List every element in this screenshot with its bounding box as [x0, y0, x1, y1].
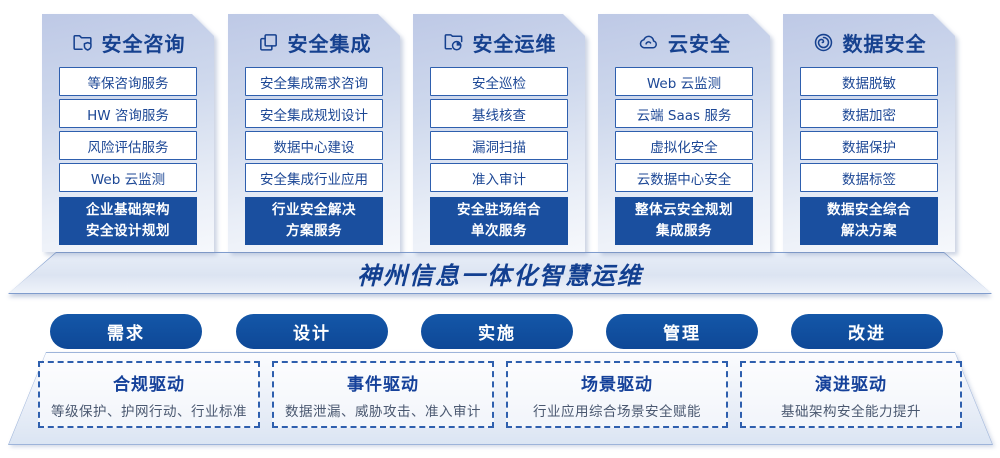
platform-banner: 神州信息一体化智慧运维	[8, 252, 992, 294]
highlight-line: 单次服务	[471, 223, 527, 239]
driver-title: 事件驱动	[347, 374, 419, 395]
driver-scenario: 场景驱动 行业应用综合场景安全赋能	[506, 361, 728, 428]
folder-pie-icon	[444, 33, 462, 51]
stage-pill-management: 管理	[606, 314, 758, 349]
service-card-cloud: 云安全 Web 云监测 云端 Saas 服务 虚拟化安全 云数据中心安全 整体云…	[598, 14, 770, 252]
stage-pill-implementation: 实施	[421, 314, 573, 349]
service-item: 准入审计	[430, 163, 568, 192]
highlight-line: 行业安全解决	[272, 202, 356, 219]
service-item: 基线核查	[430, 99, 568, 128]
card-header: 安全集成	[245, 28, 383, 56]
service-item: Web 云监测	[59, 163, 197, 192]
service-item: HW 咨询服务	[59, 99, 197, 128]
service-item: 云数据中心安全	[615, 163, 753, 192]
service-item: 数据中心建设	[245, 131, 383, 160]
folder-shield-icon	[72, 34, 92, 51]
service-item: 安全巡检	[430, 67, 568, 96]
data-spiral-icon	[814, 33, 832, 51]
card-title: 安全咨询	[101, 31, 186, 56]
service-item: 安全集成规划设计	[245, 99, 383, 128]
highlight-service: 安全驻场结合 单次服务	[430, 197, 568, 245]
driver-desc: 数据泄漏、威胁攻击、准入审计	[285, 403, 481, 420]
service-item: 数据加密	[800, 99, 938, 128]
highlight-line: 整体云安全规划	[635, 202, 733, 219]
driver-boxes: 合规驱动 等级保护、护网行动、行业标准 事件驱动 数据泄漏、威胁攻击、准入审计 …	[38, 361, 962, 428]
highlight-line: 集成服务	[656, 223, 712, 239]
driver-desc: 基础架构安全能力提升	[781, 403, 921, 420]
service-item: 云端 Saas 服务	[615, 99, 753, 128]
cloud-icon	[639, 35, 657, 49]
service-item: Web 云监测	[615, 67, 753, 96]
driver-desc: 等级保护、护网行动、行业标准	[51, 403, 247, 420]
driver-title: 场景驱动	[581, 374, 653, 395]
service-card-integration: 安全集成 安全集成需求咨询 安全集成规划设计 数据中心建设 安全集成行业应用 行…	[228, 14, 400, 252]
service-item: 数据脱敏	[800, 67, 938, 96]
highlight-line: 企业基础架构	[86, 202, 170, 219]
driver-incident: 事件驱动 数据泄漏、威胁攻击、准入审计	[272, 361, 494, 428]
banner-title: 神州信息一体化智慧运维	[357, 261, 643, 290]
service-item: 数据标签	[800, 163, 938, 192]
card-title: 安全集成	[287, 31, 372, 56]
service-item: 漏洞扫描	[430, 131, 568, 160]
service-card-data: 数据安全 数据脱敏 数据加密 数据保护 数据标签 数据安全综合 解决方案	[783, 14, 955, 252]
stage-pill-design: 设计	[236, 314, 388, 349]
card-title: 云安全	[668, 31, 731, 56]
highlight-service: 整体云安全规划 集成服务	[615, 197, 753, 245]
highlight-line: 方案服务	[286, 223, 342, 239]
driver-title: 合规驱动	[113, 374, 185, 395]
card-header: 安全运维	[430, 28, 568, 56]
card-header: 云安全	[615, 28, 753, 56]
highlight-line: 安全驻场结合	[457, 202, 541, 219]
highlight-line: 解决方案	[841, 223, 897, 239]
highlight-service: 企业基础架构 安全设计规划	[59, 197, 197, 245]
service-item: 数据保护	[800, 131, 938, 160]
highlight-service: 行业安全解决 方案服务	[245, 197, 383, 245]
service-item: 安全集成需求咨询	[245, 67, 383, 96]
service-item: 等保咨询服务	[59, 67, 197, 96]
service-item: 风险评估服务	[59, 131, 197, 160]
card-title: 安全运维	[472, 31, 557, 56]
driver-compliance: 合规驱动 等级保护、护网行动、行业标准	[38, 361, 260, 428]
driver-desc: 行业应用综合场景安全赋能	[533, 403, 701, 420]
stage-pill-improvement: 改进	[791, 314, 943, 349]
card-header: 安全咨询	[59, 28, 197, 56]
service-item: 安全集成行业应用	[245, 163, 383, 192]
card-header: 数据安全	[800, 28, 938, 56]
banner-fill	[9, 253, 991, 293]
stage-pill-requirement: 需求	[50, 314, 202, 349]
service-card-operations: 安全运维 安全巡检 基线核查 漏洞扫描 准入审计 安全驻场结合 单次服务	[413, 14, 585, 252]
highlight-line: 安全设计规划	[86, 223, 170, 239]
copy-docs-icon	[259, 33, 277, 51]
driver-evolution: 演进驱动 基础架构安全能力提升	[740, 361, 962, 428]
service-card-consulting: 安全咨询 等保咨询服务 HW 咨询服务 风险评估服务 Web 云监测 企业基础架…	[42, 14, 214, 252]
highlight-line: 数据安全综合	[827, 202, 911, 219]
service-item: 虚拟化安全	[615, 131, 753, 160]
card-title: 数据安全	[842, 31, 927, 56]
highlight-service: 数据安全综合 解决方案	[800, 197, 938, 245]
driver-title: 演进驱动	[815, 374, 887, 395]
